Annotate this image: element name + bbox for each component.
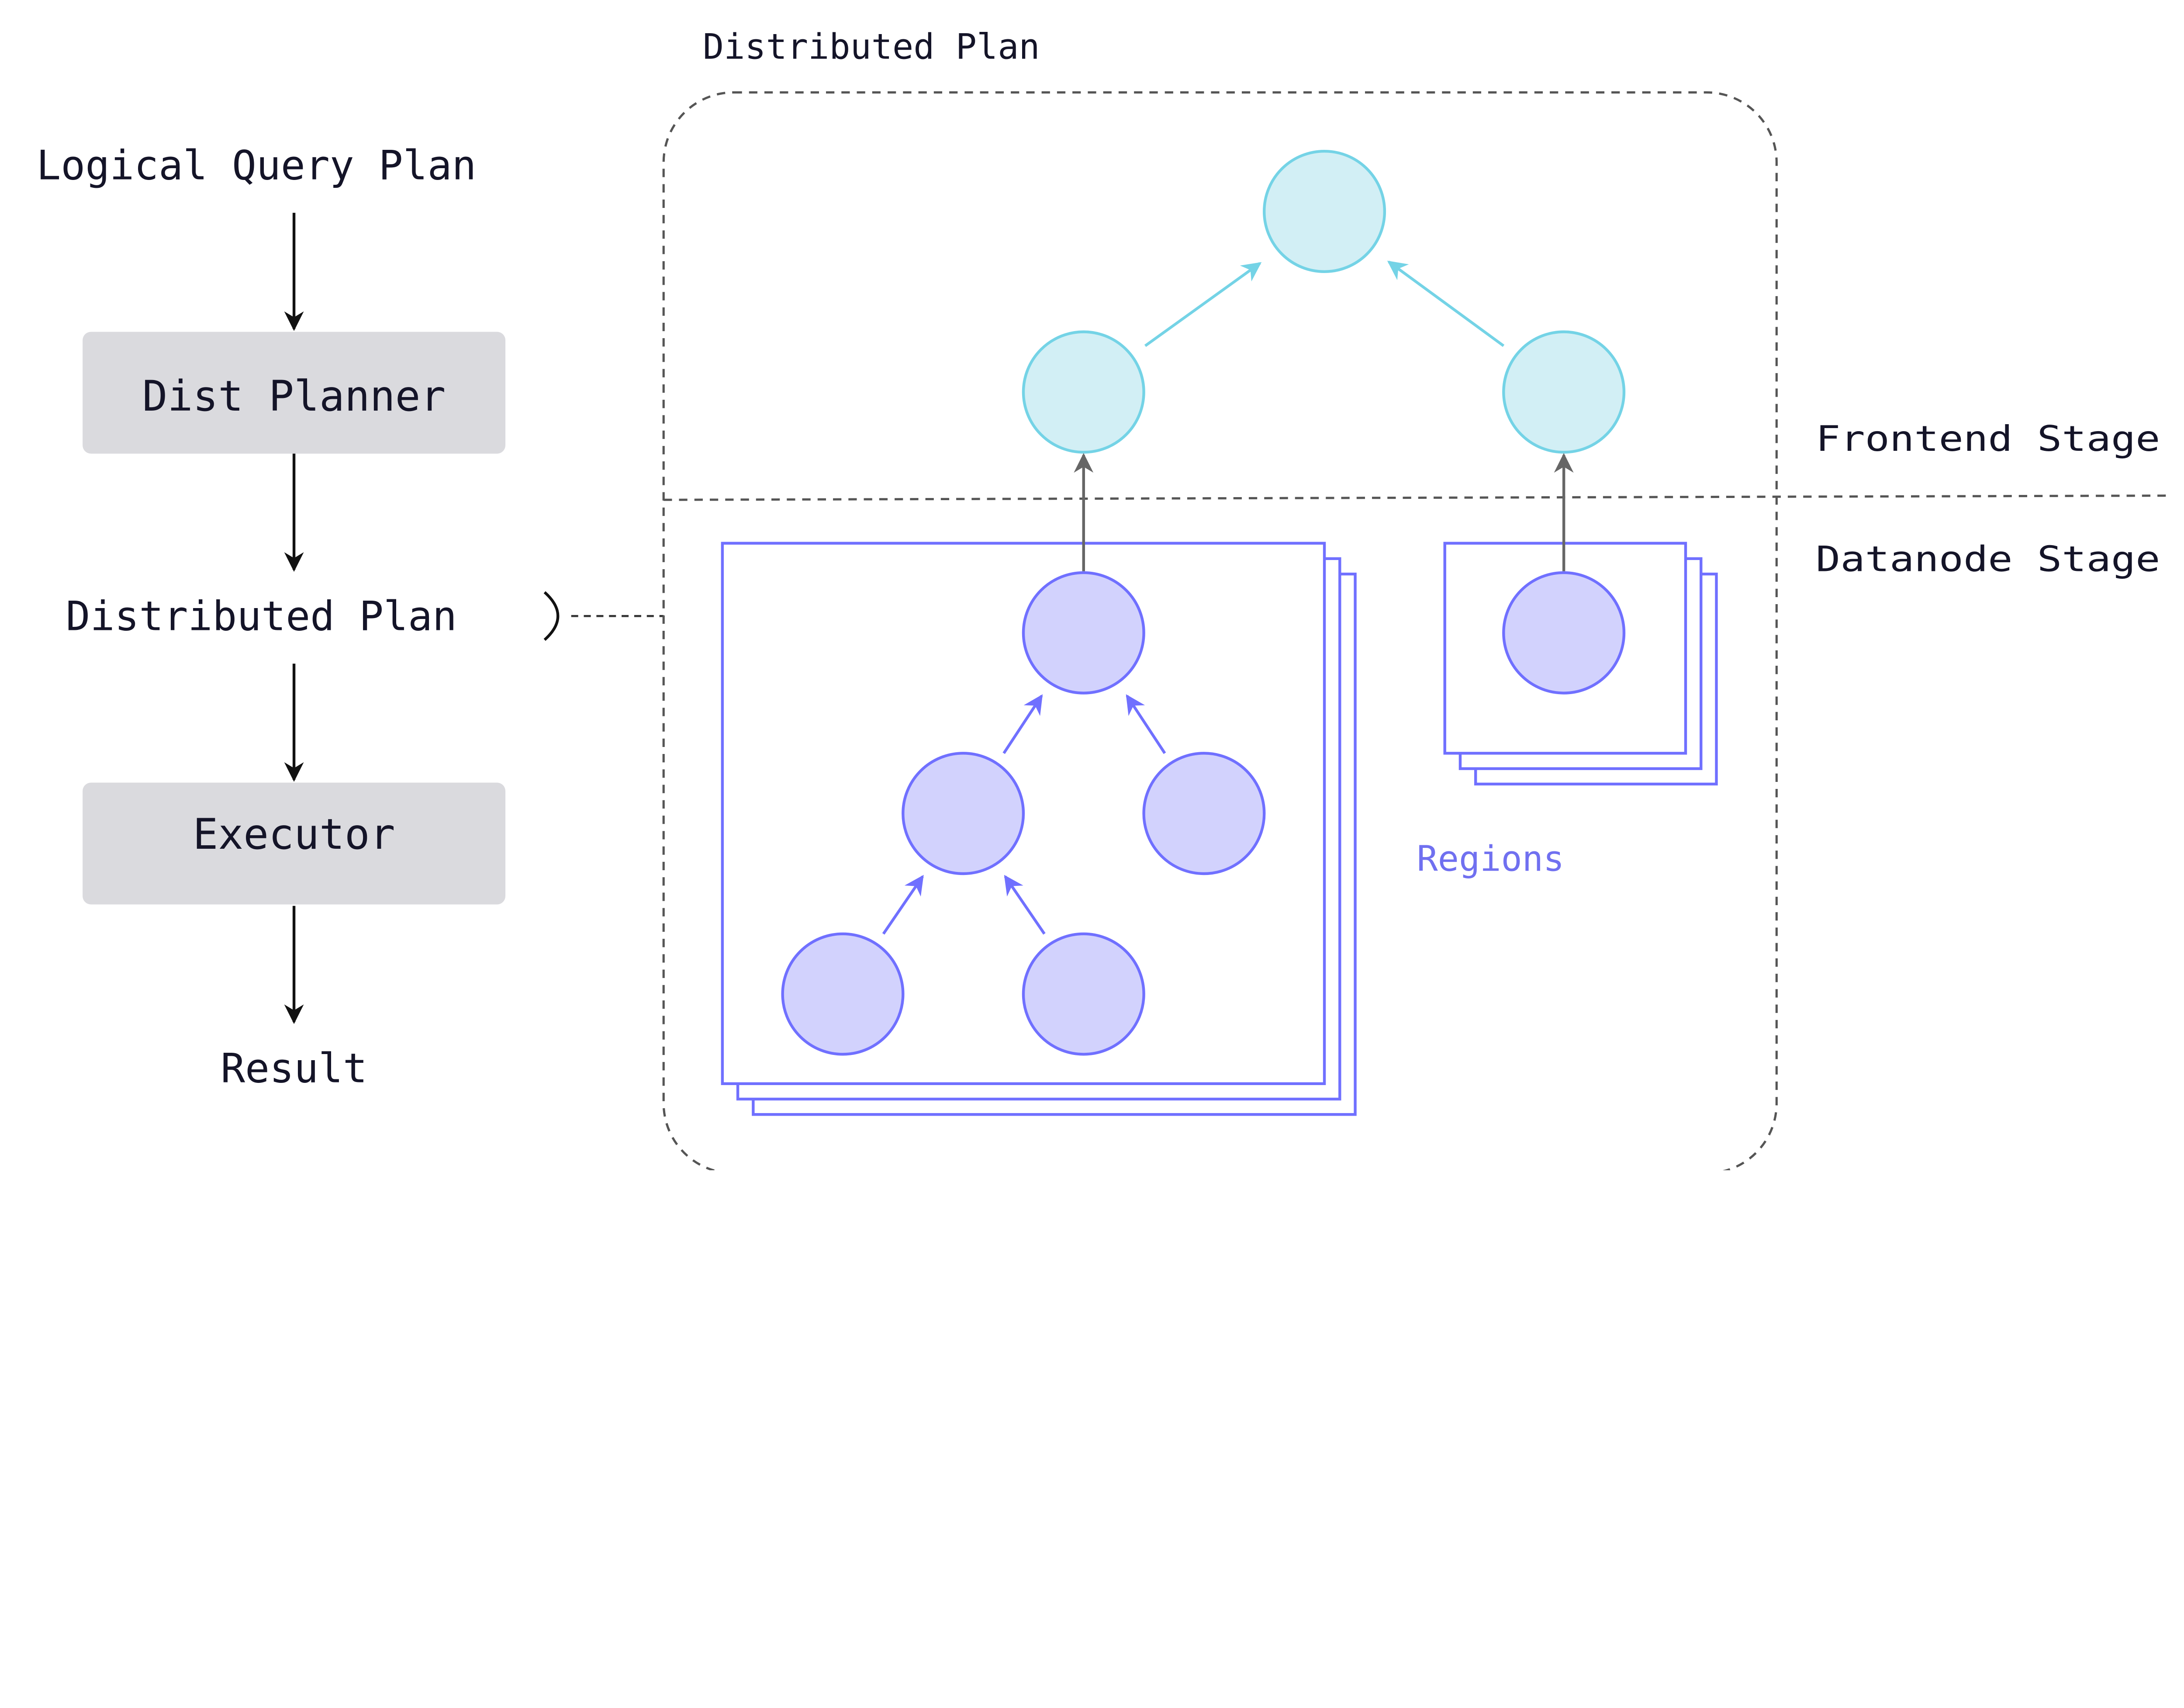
- dist-planner-label: Dist Planner: [142, 372, 446, 421]
- result-label: Result: [221, 1045, 367, 1092]
- distributed-query-diagram: Logical Query Plan Dist Planner Distribu…: [36, 27, 2167, 1171]
- stage-divider: [663, 494, 2167, 501]
- panel-border: [662, 91, 1778, 1171]
- frontend-stage-label: Frontend Stage: [1816, 418, 2160, 459]
- executor-box: [83, 782, 506, 905]
- distributed-plan-panel: Distributed Plan Frontend Stage Datanode…: [662, 27, 2167, 1171]
- pipeline: Logical Query Plan Dist Planner Distribu…: [36, 142, 664, 1092]
- panel-title: Distributed Plan: [703, 27, 1040, 67]
- frontend-root-node: [1263, 149, 1386, 273]
- dist-planner-box: [83, 332, 506, 454]
- regions-label: Regions: [1417, 839, 1565, 879]
- frontend-nodes: [1022, 149, 1626, 454]
- logical-query-plan-label: Logical Query Plan: [36, 142, 476, 189]
- datanode-node: [1022, 571, 1145, 695]
- datanode-node: [1502, 571, 1626, 695]
- datanode-node: [781, 932, 905, 1056]
- datanode-edges: [882, 694, 1166, 935]
- datanode-stage-label: Datanode Stage: [1816, 539, 2160, 580]
- bracket-icon: [543, 591, 560, 641]
- distributed-plan-label: Distributed Plan: [66, 592, 457, 640]
- frontend-edge: [1144, 262, 1262, 347]
- datanode-node: [902, 752, 1025, 875]
- frontend-edge: [1387, 260, 1505, 347]
- datanode-node: [1022, 932, 1145, 1056]
- executor-label: Executor: [193, 810, 395, 859]
- frontend-node: [1022, 330, 1145, 454]
- datanode-node: [1142, 752, 1266, 875]
- frontend-node: [1502, 330, 1626, 454]
- datanode-nodes: [781, 571, 1626, 1056]
